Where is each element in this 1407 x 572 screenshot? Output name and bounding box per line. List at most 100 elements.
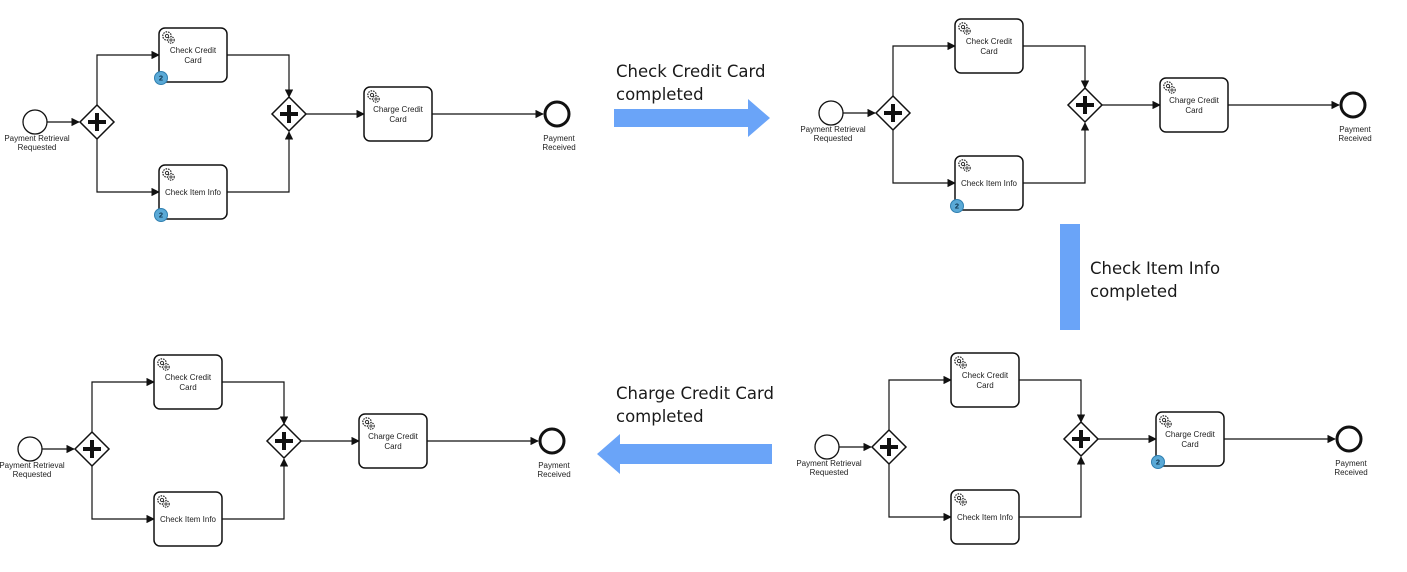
task-check-credit-card-label-2: Card (179, 383, 196, 392)
task-check-item-info-label: Check Item Info (165, 188, 222, 197)
parallel-gateway-split[interactable] (73, 430, 111, 468)
end-event-label-2: Received (1334, 468, 1367, 477)
start-event-label-2: Requested (810, 468, 849, 477)
gear-icon (1159, 415, 1172, 428)
sequence-flow (96, 139, 160, 197)
task-check-item-info[interactable]: Check Item Info 2 (154, 164, 228, 222)
token-count-badge: 2 (1151, 455, 1165, 469)
task-check-item-info-box[interactable] (954, 155, 1024, 211)
sequence-flow (227, 54, 294, 98)
token-count-badge: 2 (950, 199, 964, 213)
plus-icon (884, 104, 902, 122)
plus-icon (275, 432, 293, 450)
task-charge-credit-card-box[interactable] (358, 413, 428, 469)
task-check-credit-card-box[interactable] (954, 18, 1024, 74)
transition-label-1b: completed (616, 85, 704, 104)
gear-icon (157, 358, 170, 371)
end-event-label: Payment (538, 461, 570, 470)
sequence-flow (1023, 45, 1090, 89)
end-event-label: Payment (1335, 459, 1367, 468)
task-charge-credit-card-label-2: Card (1185, 106, 1202, 115)
left-arrow-icon (597, 434, 772, 474)
task-check-item-info-label: Check Item Info (957, 513, 1014, 522)
parallel-gateway-join[interactable] (1066, 86, 1104, 124)
task-check-credit-card-box[interactable] (158, 27, 228, 83)
plus-icon (88, 113, 106, 131)
parallel-gateway-join[interactable] (270, 95, 308, 133)
start-event-label-2: Requested (18, 143, 57, 152)
parallel-gateway-split[interactable] (870, 428, 908, 466)
gear-icon (162, 168, 175, 181)
task-charge-credit-card-label: Charge Credit (1169, 96, 1220, 105)
task-check-item-info-label: Check Item Info (160, 515, 217, 524)
gear-icon (157, 495, 170, 508)
parallel-gateway-split[interactable] (78, 103, 116, 141)
start-event-label-2: Requested (814, 134, 853, 143)
badge-count: 2 (955, 202, 959, 211)
transition-arrow-charge-completed (597, 434, 772, 474)
sequence-flow (888, 464, 952, 522)
task-check-credit-card-label: Check Credit (962, 371, 1009, 380)
badge-count: 2 (159, 74, 163, 83)
gear-icon (162, 31, 175, 44)
task-charge-credit-card-box[interactable] (1155, 411, 1225, 467)
task-check-item-info-box[interactable] (158, 164, 228, 220)
end-event-label-2: Received (1338, 134, 1371, 143)
task-check-item-info[interactable]: Check Item Info (950, 489, 1020, 545)
end-event-label-2: Received (537, 470, 570, 479)
start-event-label: Payment Retrieval (0, 461, 65, 470)
task-charge-credit-card-label-2: Card (1181, 440, 1198, 449)
sequence-flow (91, 377, 155, 432)
task-check-item-info[interactable]: Check Item Info (153, 491, 223, 547)
task-check-item-info-box[interactable] (950, 489, 1020, 545)
task-charge-credit-card-box[interactable] (363, 86, 433, 142)
task-check-credit-card-label-2: Card (976, 381, 993, 390)
end-event-label: Payment (1339, 125, 1371, 134)
sequence-flow (1019, 379, 1086, 423)
start-event-label: Payment Retrieval (796, 459, 862, 468)
sequence-flow (222, 458, 289, 520)
plus-icon (1076, 96, 1094, 114)
parallel-gateway-join[interactable] (265, 422, 303, 460)
transition-arrow-credit-completed (614, 99, 770, 137)
end-event-label-2: Received (542, 143, 575, 152)
transition-label-2b: completed (1090, 282, 1178, 301)
task-charge-credit-card-label-2: Card (389, 115, 406, 124)
end-event-label: Payment (543, 134, 575, 143)
token-count-badge: 2 (154, 71, 168, 85)
task-charge-credit-card-box[interactable] (1159, 77, 1229, 133)
task-check-credit-card-label-2: Card (980, 47, 997, 56)
sequence-flow (888, 375, 952, 430)
parallel-gateway-split[interactable] (874, 94, 912, 132)
task-check-credit-card-label: Check Credit (170, 46, 217, 55)
task-check-item-info-box[interactable] (153, 491, 223, 547)
token-count-badge: 2 (154, 208, 168, 222)
parallel-gateway-join[interactable] (1062, 420, 1100, 458)
start-event-label: Payment Retrieval (4, 134, 70, 143)
transition-label-3b: completed (616, 407, 704, 426)
task-check-credit-card-box[interactable] (950, 352, 1020, 408)
task-check-credit-card-label: Check Credit (966, 37, 1013, 46)
badge-count: 2 (1156, 458, 1160, 467)
task-check-credit-card-box[interactable] (153, 354, 223, 410)
